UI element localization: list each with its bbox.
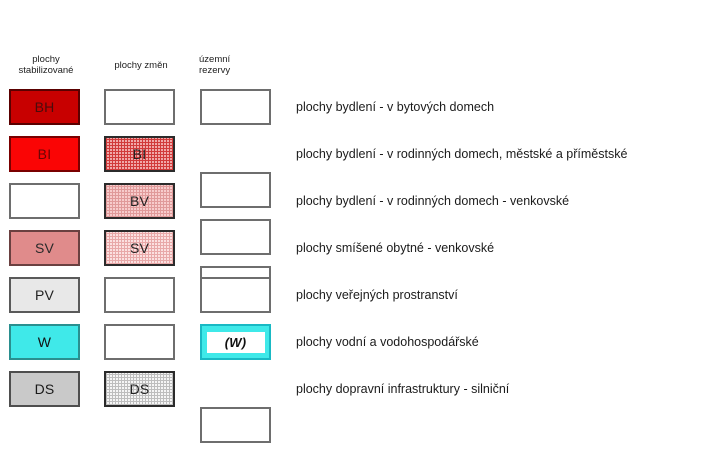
swatch-label: SV xyxy=(129,240,150,256)
swatch-rezervy-ds-empty xyxy=(200,407,271,443)
swatch-stabilizovane-sv: SV xyxy=(9,230,80,266)
swatch-zmen-bh-empty xyxy=(104,89,175,125)
swatch-zmen-ds: DS xyxy=(104,371,175,407)
swatch-label: DS xyxy=(129,381,150,397)
swatch-zmen-bi: BI xyxy=(104,136,175,172)
legend-row-sv: SV SV plochy smíšené obytné - venkovské xyxy=(0,230,709,302)
legend-row-bi: BI BI plochy bydlení - v rodinných domec… xyxy=(0,136,709,208)
swatch-rezervy-w: (W) xyxy=(200,324,271,360)
swatch-zmen-sv: SV xyxy=(104,230,175,266)
legend-row-pv: PV plochy veřejných prostranství xyxy=(0,277,709,317)
legend-description-bi: plochy bydlení - v rodinných domech, měs… xyxy=(296,147,628,161)
legend-description-sv: plochy smíšené obytné - venkovské xyxy=(296,241,495,255)
swatch-rezervy-bh-empty xyxy=(200,89,271,125)
legend-description-ds: plochy dopravní infrastruktury - silničn… xyxy=(296,382,510,396)
swatch-label: W xyxy=(37,334,52,350)
column-header-plochy-stabilizovane: plochy stabilizované xyxy=(18,54,74,76)
swatch-stabilizovane-ds: DS xyxy=(9,371,80,407)
swatch-label: (W) xyxy=(224,334,247,350)
swatch-zmen-bv: BV xyxy=(104,183,175,219)
legend-row-bv: BV plochy bydlení - v rodinných domech -… xyxy=(0,183,709,255)
swatch-label: BI xyxy=(132,146,147,162)
legend-description-pv: plochy veřejných prostranství xyxy=(296,288,458,302)
legend-row-ds: DS DS plochy dopravní infrastruktury - s… xyxy=(0,371,709,443)
swatch-zmen-pv-empty xyxy=(104,277,175,313)
swatch-label: DS xyxy=(34,381,55,397)
swatch-rezervy-bi-empty xyxy=(200,172,271,208)
swatch-stabilizovane-bv-empty xyxy=(9,183,80,219)
swatch-zmen-w-empty xyxy=(104,324,175,360)
swatch-label: BH xyxy=(34,99,55,115)
column-header-uzemni-rezervy: územní rezervy xyxy=(199,54,231,76)
swatch-stabilizovane-bi: BI xyxy=(9,136,80,172)
legend-row-bh: BH plochy bydlení - v bytových domech xyxy=(0,89,709,129)
swatch-label: BV xyxy=(129,193,150,209)
legend-row-w: W (W) plochy vodní a vodohospodářské xyxy=(0,324,709,364)
swatch-stabilizovane-pv: PV xyxy=(9,277,80,313)
swatch-rezervy-pv-empty xyxy=(200,277,271,313)
swatch-label: BI xyxy=(37,146,52,162)
legend-description-w: plochy vodní a vodohospodářské xyxy=(296,335,479,349)
swatch-label: SV xyxy=(34,240,55,256)
swatch-stabilizovane-bh: BH xyxy=(9,89,80,125)
legend-description-bh: plochy bydlení - v bytových domech xyxy=(296,100,495,114)
swatch-stabilizovane-w: W xyxy=(9,324,80,360)
column-header-plochy-zmen: plochy změn xyxy=(114,60,168,71)
swatch-label-plate: (W) xyxy=(206,331,265,353)
legend-description-bv: plochy bydlení - v rodinných domech - ve… xyxy=(296,194,570,208)
swatch-rezervy-bv-empty xyxy=(200,219,271,255)
swatch-label: PV xyxy=(34,287,55,303)
